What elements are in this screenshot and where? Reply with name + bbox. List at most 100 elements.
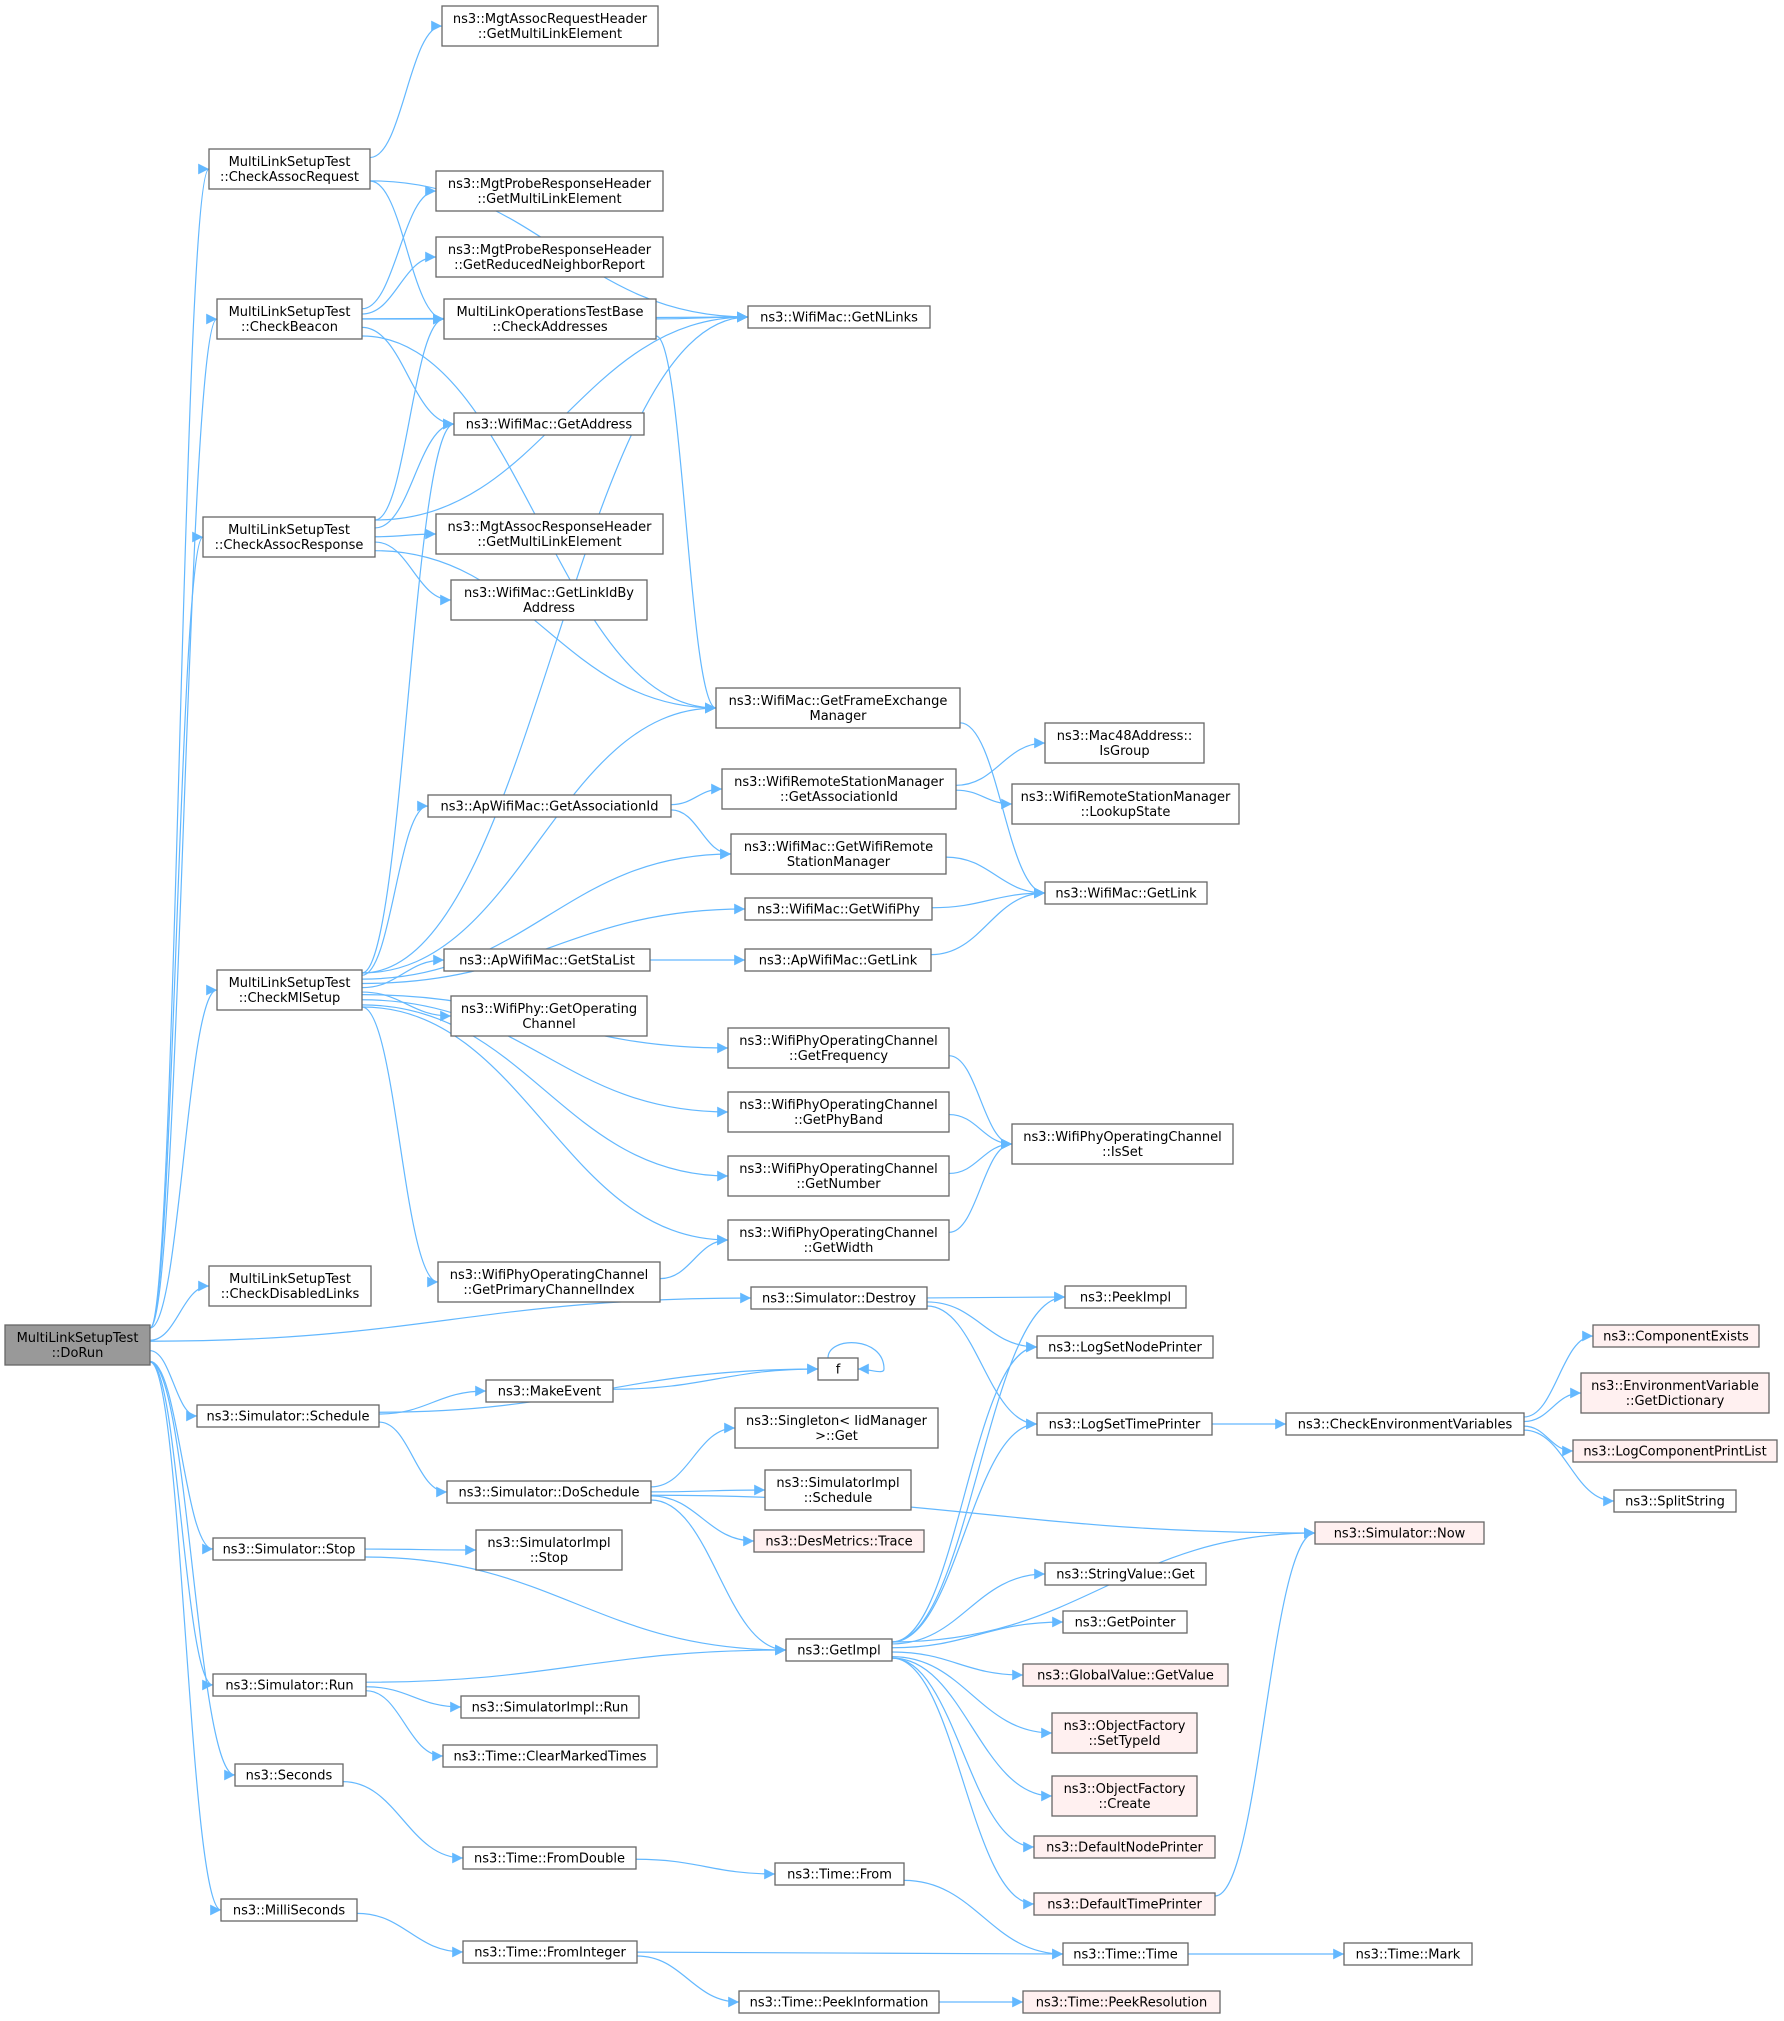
node-wrsm-lookup[interactable]: ns3::WifiRemoteStationManager::LookupSta… [1011, 783, 1240, 825]
node-wpoc-isset[interactable]: ns3::WifiPhyOperatingChannel::IsSet [1011, 1123, 1234, 1165]
node-wpoc-getprimary[interactable]: ns3::WifiPhyOperatingChannel::GetPrimary… [437, 1261, 661, 1303]
node-objfactory-create[interactable]: ns3::ObjectFactory::Create [1051, 1775, 1198, 1817]
node-label: MultiLinkSetupTest [228, 523, 350, 538]
node-sim-now[interactable]: ns3::Simulator::Now [1314, 1521, 1485, 1545]
node-componentexists[interactable]: ns3::ComponentExists [1592, 1324, 1760, 1348]
edge-dorun-to-sim-run [149, 1361, 214, 1691]
node-time-peekres[interactable]: ns3::Time::PeekResolution [1022, 1990, 1221, 2014]
node-simimpl-run[interactable]: ns3::SimulatorImpl::Run [460, 1695, 640, 1719]
edge-sim-run-to-time-clearmarked [365, 1690, 444, 1762]
node-label: ns3::LogComponentPrintList [1583, 1445, 1766, 1460]
node-logcompprintlist[interactable]: ns3::LogComponentPrintList [1572, 1439, 1778, 1463]
edge-time-from-to-time-time [903, 1879, 1064, 1960]
edge-getimpl-to-getpointer [891, 1616, 1064, 1649]
node-simimpl-stop[interactable]: ns3::SimulatorImpl::Stop [475, 1529, 623, 1571]
edge-dorun-to-check-ml-setup [149, 984, 218, 1329]
node-time-clearmarked[interactable]: ns3::Time::ClearMarkedTimes [442, 1744, 658, 1768]
node-wpoc-getfreq[interactable]: ns3::WifiPhyOperatingChannel::GetFrequen… [727, 1027, 950, 1069]
node-defaultnodeprinter[interactable]: ns3::DefaultNodePrinter [1033, 1835, 1216, 1859]
node-envvar-getdict[interactable]: ns3::EnvironmentVariable::GetDictionary [1580, 1372, 1770, 1414]
node-label: ns3::LogSetTimePrinter [1049, 1418, 1201, 1433]
node-singleton-get[interactable]: ns3::Singleton< IidManager >::Get [734, 1407, 939, 1449]
node-label: MultiLinkSetupTest [229, 305, 351, 320]
node-check-assoc-resp[interactable]: MultiLinkSetupTest::CheckAssocResponse [202, 516, 376, 558]
node-time-time[interactable]: ns3::Time::Time [1062, 1942, 1189, 1966]
node-objfactory-settypeid[interactable]: ns3::ObjectFactory::SetTypeId [1051, 1712, 1198, 1754]
node-makeevent[interactable]: ns3::MakeEvent [485, 1379, 614, 1403]
node-label: ::GetAssociationId [780, 790, 898, 805]
node-wpoc-getnumber[interactable]: ns3::WifiPhyOperatingChannel::GetNumber [727, 1155, 950, 1197]
node-wpoc-getphyband[interactable]: ns3::WifiPhyOperatingChannel::GetPhyBand [727, 1091, 950, 1133]
node-label: ns3::DefaultTimePrinter [1047, 1898, 1202, 1913]
node-splitstring[interactable]: ns3::SplitString [1613, 1489, 1737, 1513]
node-wifimac-getlink[interactable]: ns3::WifiMac::GetLink [1044, 881, 1208, 905]
edge-checkenvvars-to-componentexists [1523, 1330, 1594, 1418]
node-peekimpl[interactable]: ns3::PeekImpl [1064, 1285, 1187, 1309]
node-stringvalue-get[interactable]: ns3::StringValue::Get [1044, 1562, 1207, 1586]
node-sim-destroy[interactable]: ns3::Simulator::Destroy [750, 1286, 928, 1310]
node-checkenvvars[interactable]: ns3::CheckEnvironmentVariables [1285, 1412, 1525, 1436]
node-label: ns3::SimulatorImpl [776, 1476, 899, 1491]
node-wifimac-getwifiphy[interactable]: ns3::WifiMac::GetWifiPhy [744, 897, 933, 921]
edge-check-assoc-req-to-assoc-req-getml [369, 20, 443, 159]
node-box [753, 1529, 925, 1553]
node-label: ::CheckBeacon [241, 320, 338, 335]
node-label: ns3::DefaultNodePrinter [1046, 1841, 1203, 1856]
node-desmetrics-trace[interactable]: ns3::DesMetrics::Trace [753, 1529, 925, 1553]
node-defaulttimeprinter[interactable]: ns3::DefaultTimePrinter [1033, 1892, 1216, 1916]
node-sim-stop[interactable]: ns3::Simulator::Stop [212, 1537, 366, 1561]
edge-dorun-to-sim-stop [149, 1360, 214, 1555]
node-sim-run[interactable]: ns3::Simulator::Run [212, 1673, 367, 1697]
node-time-fromdouble[interactable]: ns3::Time::FromDouble [462, 1846, 637, 1870]
node-apwifimac-getstalist[interactable]: ns3::ApWifiMac::GetStaList [443, 948, 651, 972]
node-probe-resp-getml[interactable]: ns3::MgtProbeResponseHeader::GetMultiLin… [435, 170, 664, 212]
node-wifimac-getwrsm[interactable]: ns3::WifiMac::GetWifiRemoteStationManage… [730, 833, 947, 875]
node-box [715, 687, 961, 729]
node-wifimac-getaddress[interactable]: ns3::WifiMac::GetAddress [453, 412, 645, 436]
node-check-disabled[interactable]: MultiLinkSetupTest::CheckDisabledLinks [208, 1265, 372, 1307]
node-check-assoc-req[interactable]: MultiLinkSetupTest::CheckAssocRequest [208, 148, 371, 190]
node-globalvalue-getvalue[interactable]: ns3::GlobalValue::GetValue [1022, 1663, 1229, 1687]
node-box [437, 1261, 661, 1303]
node-mac48-isgroup[interactable]: ns3::Mac48Address::IsGroup [1044, 722, 1205, 764]
node-label: ::SetTypeId [1088, 1734, 1160, 1749]
node-apwifimac-getlink[interactable]: ns3::ApWifiMac::GetLink [744, 948, 932, 972]
node-check-beacon[interactable]: MultiLinkSetupTest::CheckBeacon [216, 298, 363, 340]
node-sim-schedule[interactable]: ns3::Simulator::Schedule [196, 1404, 380, 1428]
node-f[interactable]: f [817, 1357, 859, 1381]
node-assoc-req-getml[interactable]: ns3::MgtAssocRequestHeader::GetMultiLink… [441, 5, 659, 47]
edge-getimpl-to-objfactory-settypeid [891, 1656, 1053, 1739]
node-simimpl-schedule[interactable]: ns3::SimulatorImpl::Schedule [764, 1469, 912, 1511]
edge-check-ml-setup-to-wpoc-getnumber [361, 1004, 729, 1182]
node-check-ml-setup[interactable]: MultiLinkSetupTest::CheckMlSetup [216, 969, 363, 1011]
node-wifimac-getnlinks[interactable]: ns3::WifiMac::GetNLinks [747, 305, 931, 329]
node-label: ns3::Time::FromDouble [474, 1852, 625, 1867]
node-label: ns3::GetPointer [1075, 1616, 1176, 1631]
node-time-from[interactable]: ns3::Time::From [774, 1862, 905, 1886]
node-assoc-resp-getml[interactable]: ns3::MgtAssocResponseHeader::GetMultiLin… [435, 513, 664, 555]
node-logsetnodeprinter[interactable]: ns3::LogSetNodePrinter [1036, 1335, 1214, 1359]
node-label: ns3::ObjectFactory [1064, 1719, 1186, 1734]
node-getimpl[interactable]: ns3::GetImpl [785, 1638, 893, 1662]
node-sim-doschedule[interactable]: ns3::Simulator::DoSchedule [446, 1480, 652, 1504]
node-probe-resp-getrnr[interactable]: ns3::MgtProbeResponseHeader::GetReducedN… [435, 236, 664, 278]
node-label: ns3::WifiRemoteStationManager [734, 775, 944, 790]
node-box [212, 1537, 366, 1561]
node-getpointer[interactable]: ns3::GetPointer [1062, 1610, 1188, 1634]
edge-check-assoc-resp-to-assoc-resp-getml [374, 528, 437, 540]
node-time-frominteger[interactable]: ns3::Time::FromInteger [462, 1940, 638, 1964]
node-seconds[interactable]: ns3::Seconds [234, 1763, 344, 1787]
node-wrsm-getaid[interactable]: ns3::WifiRemoteStationManager::GetAssoci… [721, 768, 957, 810]
node-milliseconds[interactable]: ns3::MilliSeconds [220, 1898, 358, 1922]
node-check-addresses[interactable]: MultiLinkOperationsTestBase::CheckAddres… [443, 298, 657, 340]
node-wpoc-getwidth[interactable]: ns3::WifiPhyOperatingChannel::GetWidth [727, 1219, 950, 1261]
node-apwifimac-getaid[interactable]: ns3::ApWifiMac::GetAssociationId [427, 794, 672, 818]
node-time-mark[interactable]: ns3::Time::Mark [1343, 1942, 1473, 1966]
node-logsettimeprinter[interactable]: ns3::LogSetTimePrinter [1036, 1412, 1213, 1436]
node-dorun[interactable]: MultiLinkSetupTest::DoRun [4, 1324, 151, 1366]
node-time-peekinfo[interactable]: ns3::Time::PeekInformation [738, 1990, 940, 2014]
